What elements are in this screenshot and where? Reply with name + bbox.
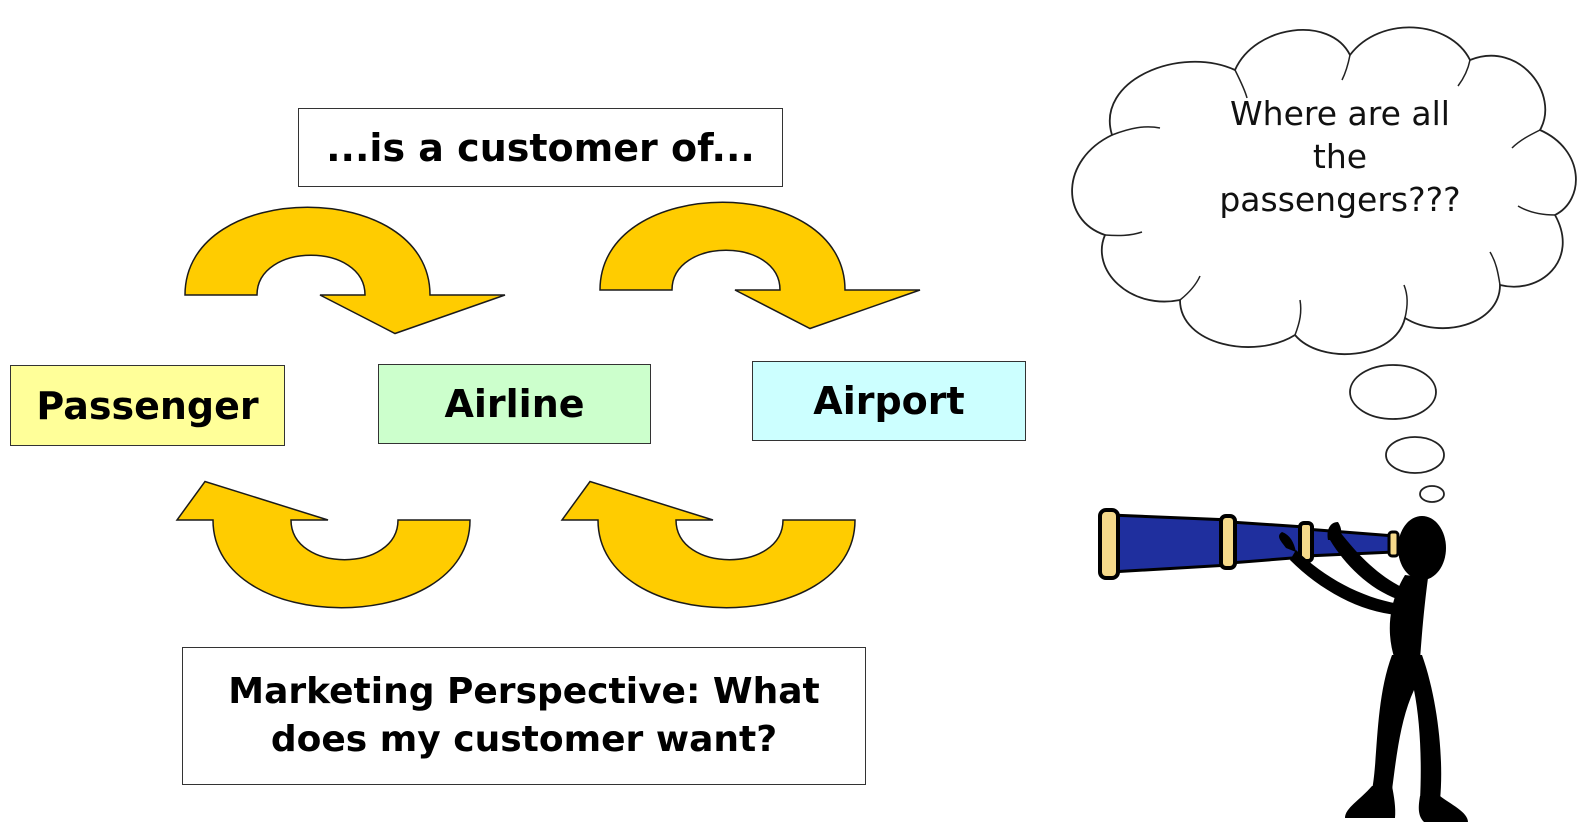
perspective-label: Marketing Perspective: What does my cust…	[182, 647, 866, 785]
arrow-airport-to-airline	[560, 480, 856, 609]
node-passenger: Passenger	[10, 365, 285, 446]
thought-bubble-text: Where are all the passengers???	[1219, 94, 1461, 219]
node-airline: Airline	[378, 364, 651, 444]
stick-figure-icon	[1279, 516, 1468, 822]
telescope-icon	[1098, 508, 1400, 580]
arrow-airline-to-airport	[599, 201, 921, 330]
relation-label: ...is a customer of...	[298, 108, 783, 187]
node-airport: Airport	[752, 361, 1026, 441]
arrow-passenger-to-airline	[184, 206, 506, 335]
arrow-group	[175, 201, 921, 609]
thought-cloud-icon	[1071, 26, 1577, 503]
arrow-airline-to-passenger	[175, 480, 471, 609]
